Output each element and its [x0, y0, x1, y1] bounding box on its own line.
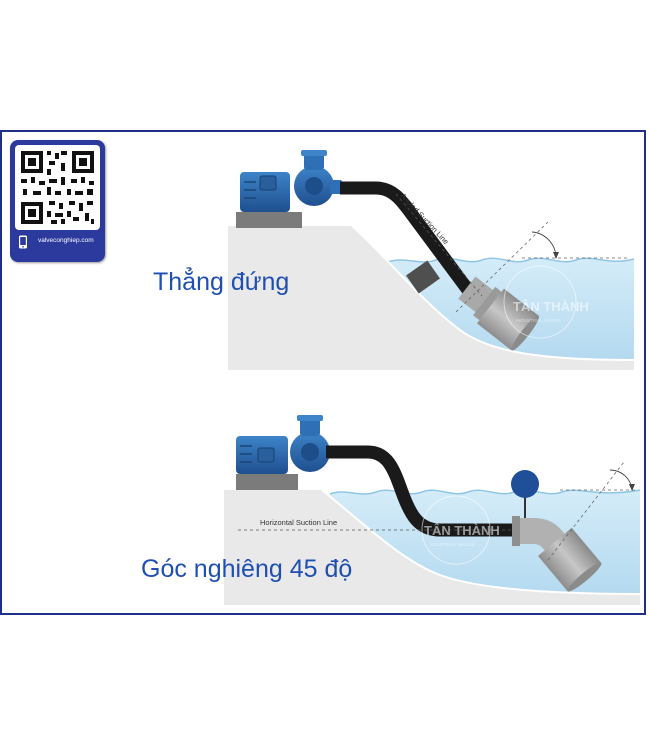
bottom-watermark: TÂN THÀNH INDUSTRIAL VALVES [421, 495, 500, 565]
top-scene: Angled Suction Line TÂN THÀNH INDUSTRIAL… [228, 150, 635, 370]
svg-text:TÂN THÀNH: TÂN THÀNH [513, 299, 589, 314]
top-watermark: TÂN THÀNH INDUSTRIAL VALVES [503, 265, 589, 339]
website-url[interactable]: valveconghiep.com [38, 237, 94, 244]
svg-text:INDUSTRIAL VALVES: INDUSTRIAL VALVES [430, 542, 475, 547]
qr-code[interactable] [15, 145, 100, 230]
phone-icon [19, 235, 27, 249]
bottom-strainer [538, 527, 602, 592]
top-ground-bank [228, 226, 634, 370]
svg-text:TÂN THÀNH: TÂN THÀNH [424, 523, 500, 538]
top-pump-base [236, 212, 302, 228]
bottom-ground-bank [224, 490, 640, 605]
top-water-surface [387, 257, 635, 263]
bottom-float-ball [511, 470, 539, 498]
top-suction-hose [340, 181, 474, 294]
horizontal-suction-line-label: Horizontal Suction Line [260, 518, 337, 527]
bottom-scene: Horizontal Suction Line TÂN THÀNH INDUST… [224, 415, 641, 605]
caption-45-degree: Góc nghiêng 45 độ [141, 555, 353, 583]
top-valve-block [406, 260, 440, 294]
bottom-water-surface [329, 489, 641, 495]
qr-code-pattern [21, 151, 94, 224]
bottom-flange [512, 516, 520, 546]
bottom-pump-base [236, 474, 298, 490]
qr-contact-card[interactable]: valveconghiep.com [10, 140, 105, 262]
svg-text:INDUSTRIAL VALVES: INDUSTRIAL VALVES [516, 318, 561, 323]
caption-vertical: Thẳng đứng [153, 268, 290, 296]
bottom-suction-hose [326, 445, 512, 537]
top-strainer-assembly [458, 276, 540, 351]
